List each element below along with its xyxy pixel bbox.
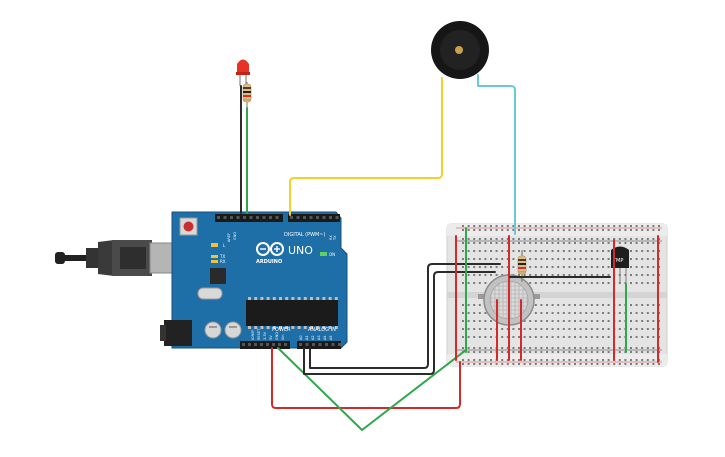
a1-label: A1 <box>305 335 309 340</box>
tx-led-label: TX <box>219 254 225 259</box>
analog-in-label: ANALOG IN <box>308 327 336 333</box>
a2-label: A2 <box>311 335 315 340</box>
usb-interface-chip <box>210 268 226 284</box>
wire-gnd[interactable] <box>277 347 467 431</box>
red-led[interactable] <box>236 59 250 87</box>
reset-pin-label: RESET <box>257 328 261 340</box>
rx-led <box>211 260 218 263</box>
power-header <box>240 341 290 349</box>
sensor-mesh <box>490 281 528 319</box>
digital-header-right <box>288 214 340 222</box>
breadboard-center-gap <box>447 292 667 298</box>
digital-header-left <box>215 214 283 222</box>
power-pin-labels: IOREF RESET 3.3V 5V GND Vin A0 A1 A2 A3 … <box>251 328 333 340</box>
on-led-label: ON <box>329 252 335 257</box>
gnd-top-label: GND <box>233 232 237 240</box>
ioref-label: IOREF <box>251 330 255 340</box>
piezo-buzzer[interactable] <box>431 21 489 79</box>
vin-label: Vin <box>281 334 285 340</box>
digital-pins <box>217 216 339 219</box>
board-model: UNO <box>288 244 313 257</box>
digital-pwm-label: DIGITAL (PWM~) <box>284 232 326 238</box>
tmp-label: TMP <box>612 258 623 264</box>
wire-buzzer-signal[interactable] <box>289 77 443 216</box>
wire-a0[interactable] <box>303 271 496 375</box>
power-label: POWER <box>272 327 291 333</box>
arduino-uno-board[interactable]: AREF GND TX RX DIGITAL (PWM~) UNO ARDUIN… <box>160 211 348 349</box>
v5-label: 5V <box>269 335 273 340</box>
atmega328-chip <box>246 300 338 326</box>
wire-buzzer-ground[interactable] <box>477 74 516 235</box>
board-brand: ARDUINO <box>256 259 282 265</box>
chip-pins <box>248 297 338 329</box>
power-jack <box>164 320 192 346</box>
temperature-sensor[interactable]: TMP <box>611 246 629 285</box>
capacitor-1 <box>204 321 222 339</box>
a4-label: A4 <box>323 335 327 340</box>
bottom-pins <box>242 343 341 346</box>
wire-a1[interactable] <box>309 263 501 369</box>
a0-label: A0 <box>299 335 303 340</box>
l-led-label: L <box>223 243 226 248</box>
l-led <box>211 243 218 247</box>
rx-led-label: RX <box>220 259 226 264</box>
tx-pin-label: TX <box>333 235 337 241</box>
crystal-oscillator <box>197 287 223 300</box>
rx-pin-label: RX <box>329 235 333 240</box>
breadboard-resistor[interactable] <box>517 250 527 282</box>
aref-label: AREF <box>227 233 231 242</box>
usb-cable <box>55 240 173 276</box>
on-led <box>320 252 327 256</box>
led-resistor[interactable] <box>242 82 252 110</box>
tx-led <box>211 255 218 258</box>
reset-button[interactable] <box>179 217 198 236</box>
v33-label: 3.3V <box>263 331 267 340</box>
capacitor-2 <box>224 321 242 339</box>
a5-label: A5 <box>329 335 333 340</box>
wire-5v[interactable] <box>271 347 461 409</box>
a3-label: A3 <box>317 335 321 340</box>
digital-pin-labels: AREF GND TX RX <box>227 232 337 242</box>
arduino-logo <box>256 242 284 256</box>
gnd-pin-label: GND <box>275 332 279 340</box>
